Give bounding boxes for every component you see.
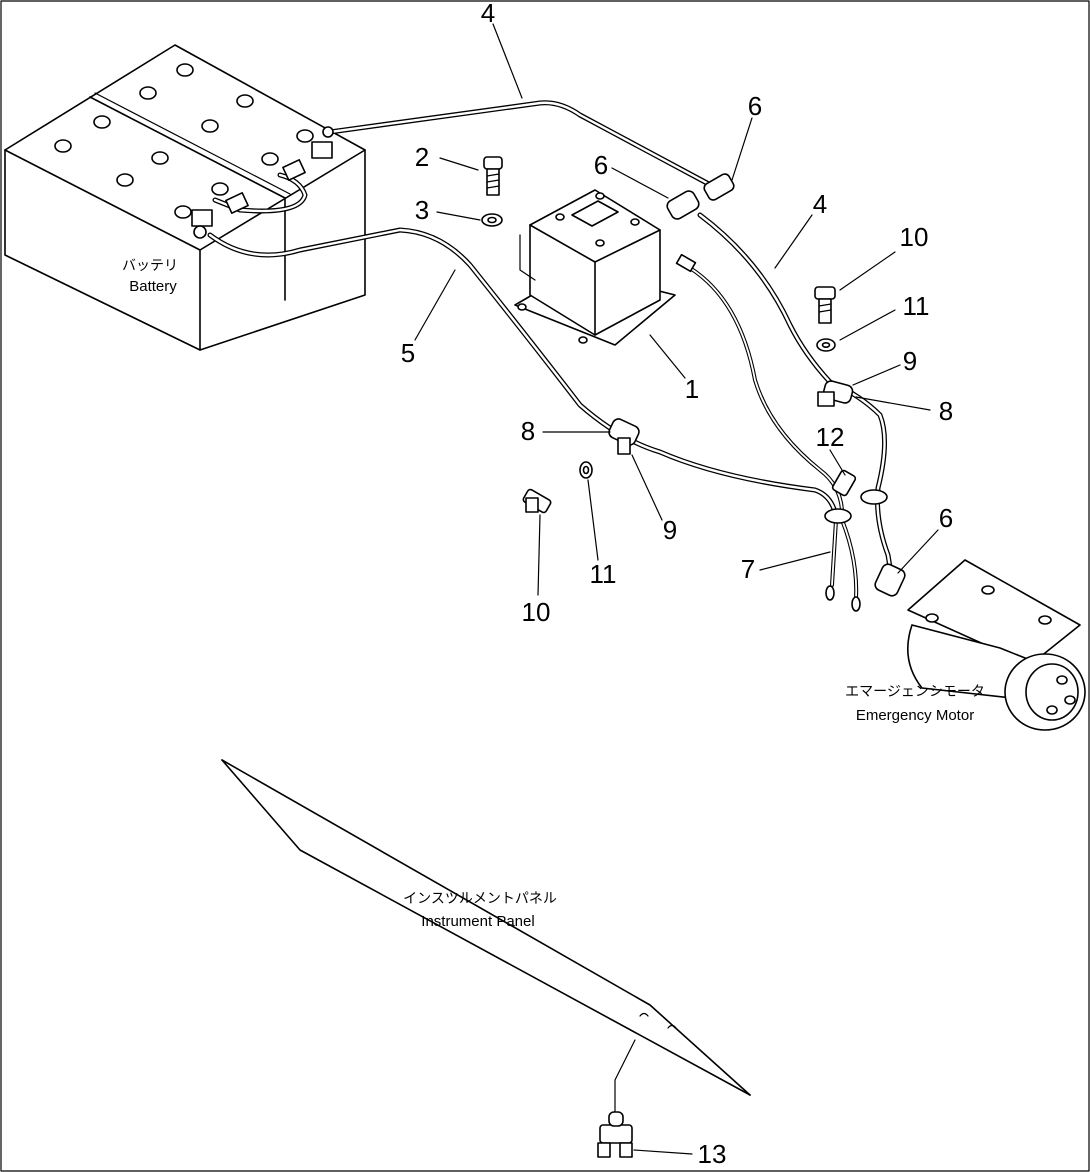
bolt-10-left [522,488,552,514]
callout-10-right: 10 [900,222,929,252]
callout-10-left: 10 [522,597,551,627]
battery: バッテリ Battery [4,44,366,351]
callout-12: 12 [816,422,845,452]
relay-lead-wire [675,253,844,512]
callout-1: 1 [685,374,699,404]
battery-cable-upper [322,100,735,201]
battery-label-en: Battery [129,278,177,295]
motor-cable-upper [666,190,906,597]
panel-label-en: Instrument Panel [421,913,534,930]
callout-11-right: 11 [903,291,930,321]
callout-4-upper: 4 [481,0,495,28]
motor-label-en: Emergency Motor [856,707,974,724]
callout-13: 13 [698,1139,727,1169]
harness-leads [825,518,861,612]
battery-negative-terminal [191,209,213,227]
callouts: 4 6 2 6 3 4 10 11 5 1 9 8 8 12 9 6 7 11 … [401,0,953,1169]
ground-cable [193,225,838,515]
terminal-cap-12 [831,469,857,497]
bolt-2 [483,156,503,196]
callout-6-lower: 6 [939,503,953,533]
lock-washer-11-left [579,461,593,479]
panel-label-ja: インスツルメントパネル [403,890,557,906]
instrument-panel: インスツルメントパネル Instrument Panel [221,759,751,1096]
battery-cell-caps [54,63,314,219]
cable-clamp-left [608,418,640,455]
callout-9-right: 9 [903,346,917,376]
grommet [824,508,852,524]
lock-washer-11-right [816,338,836,352]
terminal-cap [666,190,700,220]
washer-3 [481,213,503,227]
callout-2: 2 [415,142,429,172]
battery-label-ja: バッテリ [122,257,178,273]
callout-4-right: 4 [813,189,827,219]
callout-3: 3 [415,195,429,225]
battery-relay [514,189,676,346]
callout-5: 5 [401,338,415,368]
callout-6-middle: 6 [594,150,608,180]
terminal-cap [874,563,906,597]
relay-label-plate [571,200,619,227]
callout-7: 7 [741,554,755,584]
bolt-10-right [814,286,836,324]
battery-positive-terminal [311,141,333,159]
cable-clamp-right [817,380,854,407]
motor-label-ja: エマージェンシモータ [845,683,985,699]
callout-6-upper: 6 [748,91,762,121]
callout-11-left: 11 [590,559,617,589]
emergency-motor: エマージェンシモータ Emergency Motor [845,559,1086,731]
callout-9-left: 9 [663,515,677,545]
grommet [860,489,888,505]
callout-8-left: 8 [521,416,535,446]
leader-lines [414,23,939,1155]
switch-13 [597,1039,636,1158]
callout-8-right: 8 [939,396,953,426]
terminal-cap [703,173,735,201]
